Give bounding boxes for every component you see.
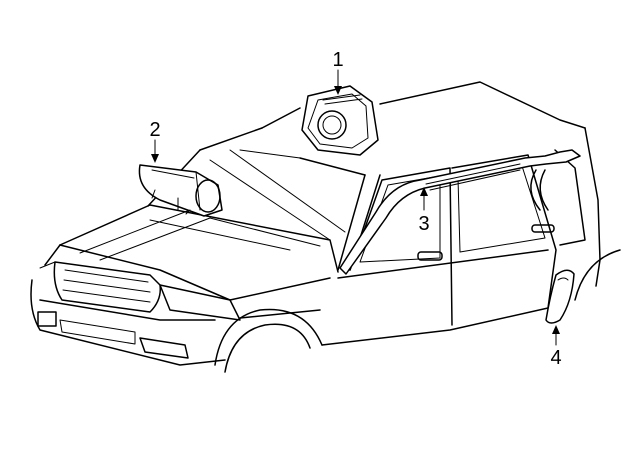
callout-number-4: 4	[550, 347, 561, 369]
callout-number-3: 3	[418, 213, 429, 235]
callout-number-1: 1	[332, 49, 343, 71]
part-3-side-curtain-airbag	[339, 149, 581, 275]
part-1-driver-airbag-module	[301, 85, 379, 156]
part-2-passenger-airbag-module	[138, 164, 223, 217]
part-4-side-airbag-module	[545, 269, 575, 324]
callout-number-2: 2	[149, 119, 160, 141]
callout-leaders	[151, 69, 560, 346]
